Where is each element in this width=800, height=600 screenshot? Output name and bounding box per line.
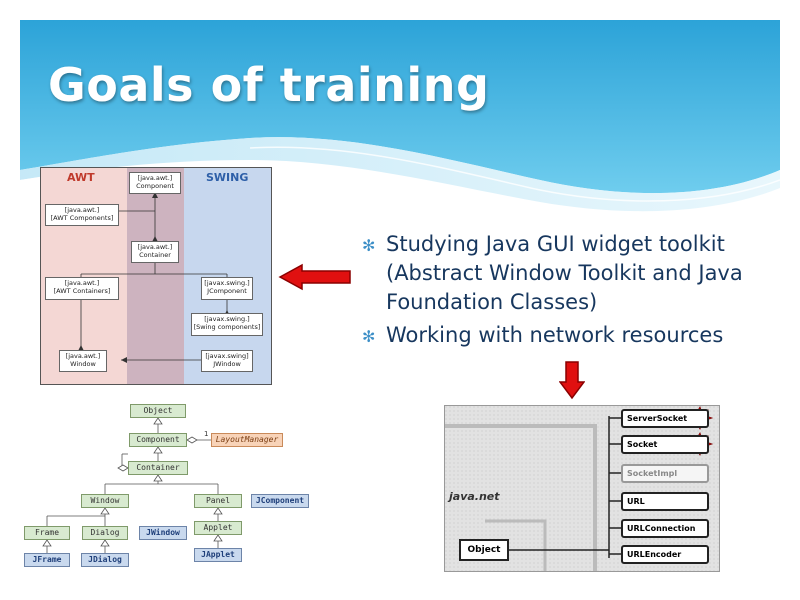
slide-title: Goals of training [48, 58, 490, 112]
box-line: Window [70, 360, 96, 368]
asterisk-bullet-icon: ✻ [362, 327, 376, 346]
box-line: JWindow [213, 360, 241, 368]
net-class-socket: Socket [621, 435, 709, 454]
awt-box-jwindow: [javax.swing] JWindow [201, 350, 253, 372]
box-line: Container [139, 251, 171, 259]
bullet-item-gui: ✻ Studying Java GUI widget toolkit (Abst… [362, 230, 782, 317]
uml-class-panel: Panel [194, 494, 242, 508]
uml-class-container: Container [128, 461, 188, 475]
net-class-socket-impl: SocketImpl [621, 464, 709, 483]
uml-multiplicity-label: 1 [204, 430, 209, 438]
bullet-list: ✻ Studying Java GUI widget toolkit (Abst… [362, 230, 782, 354]
uml-class-dialog: Dialog [82, 526, 128, 540]
box-line: [java.awt.] [64, 206, 100, 214]
shared-column [127, 168, 184, 384]
awt-box-window: [java.awt.] Window [59, 350, 107, 372]
asterisk-bullet-icon: ✻ [362, 236, 376, 255]
uml-class-applet: Applet [194, 521, 242, 535]
net-class-url-encoder: URLEncoder [621, 545, 709, 564]
uml-class-jwindow: JWindow [139, 526, 187, 540]
awt-box-awt-components: [java.awt.] [AWT Components] [45, 204, 119, 226]
swing-column [184, 168, 271, 384]
uml-class-object: Object [130, 404, 186, 418]
box-line: [javax.swing.] [204, 315, 250, 323]
bullet-item-network: ✻ Working with network resources [362, 321, 782, 350]
uml-class-jframe: JFrame [24, 553, 70, 567]
box-line: [Swing components] [193, 323, 261, 331]
awt-box-swing-components: [javax.swing.] [Swing components] [191, 313, 263, 336]
uml-class-japplet: JApplet [194, 548, 242, 562]
uml-class-hierarchy: 1 Object Component LayoutManager Contain… [18, 400, 318, 575]
uml-class-frame: Frame [24, 526, 70, 540]
box-line: [javax.swing] [205, 352, 249, 360]
uml-class-jdialog: JDialog [81, 553, 129, 567]
uml-interface-layout-manager: LayoutManager [211, 433, 283, 447]
java-net-diagram: java.net Object ServerSocket Socket Sock… [444, 405, 720, 572]
box-line: Component [136, 182, 174, 190]
net-class-object: Object [459, 539, 509, 561]
box-line: JComponent [207, 287, 247, 295]
red-arrow-down-icon [559, 361, 585, 400]
net-class-server-socket: ServerSocket [621, 409, 709, 428]
box-line: [java.awt.] [137, 174, 173, 182]
red-arrow-left-icon [278, 263, 351, 291]
uml-class-component: Component [129, 433, 187, 447]
bullet-text: Studying Java GUI widget toolkit (Abstra… [386, 232, 743, 314]
awt-box-awt-containers: [java.awt.] [AWT Containers] [45, 277, 119, 300]
swing-column-header: SWING [206, 171, 249, 184]
uml-connector-lines [42, 417, 223, 553]
awt-box-component: [java.awt.] Component [129, 172, 181, 194]
box-line: [AWT Components] [50, 214, 114, 222]
awt-box-container: [java.awt.] Container [131, 241, 179, 263]
net-class-url-connection: URLConnection [621, 519, 709, 538]
box-line: [javax.swing.] [204, 279, 250, 287]
box-line: [AWT Containers] [53, 287, 111, 295]
box-line: [java.awt.] [65, 352, 101, 360]
box-line: [java.awt.] [137, 243, 173, 251]
uml-class-jcomponent: JComponent [251, 494, 309, 508]
net-package-label: java.net [449, 490, 500, 503]
box-line: [java.awt.] [64, 279, 100, 287]
bullet-text: Working with network resources [386, 323, 724, 347]
net-class-url: URL [621, 492, 709, 511]
awt-box-jcomponent: [javax.swing.] JComponent [201, 277, 253, 300]
awt-column-header: AWT [67, 171, 95, 184]
awt-swing-diagram: AWT SWING [java.awt [40, 167, 272, 385]
uml-class-window: Window [81, 494, 129, 508]
